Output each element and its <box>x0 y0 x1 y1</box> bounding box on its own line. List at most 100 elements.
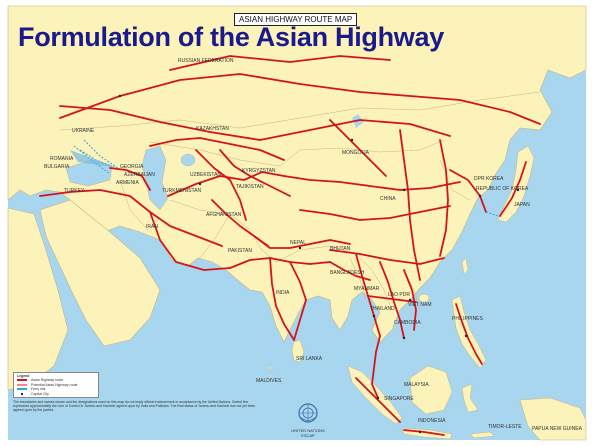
label-turkey: TURKEY <box>64 188 85 194</box>
label-afghanistan: AFGHANISTAN <box>206 212 242 218</box>
slide-title: Formulation of the Asian Highway <box>18 22 444 52</box>
un-emblem-icon <box>298 403 318 423</box>
label-romania: ROMANIA <box>50 156 74 162</box>
route-japan <box>499 161 527 217</box>
route-china-south <box>329 249 445 265</box>
route-pakistan-india <box>229 257 331 269</box>
label-bangladesh: BANGLADESH <box>330 270 365 276</box>
label-azerbaijan: AZERBAIJAN <box>124 172 155 178</box>
label-armenia: ARMENIA <box>116 180 139 186</box>
legend-heading: Legend <box>17 374 30 378</box>
island-new-guinea <box>519 397 587 441</box>
route-trans-siberian <box>59 73 541 125</box>
island-maldives <box>268 366 272 370</box>
route-india-south <box>269 257 295 341</box>
label-russian-federation: RUSSIAN FEDERATION <box>178 58 234 64</box>
un-emblem-label: UNITED NATIONS ESCAP <box>291 428 325 438</box>
country-borders <box>59 91 541 311</box>
label-philippines: PHILIPPINES <box>452 316 483 322</box>
label-malaysia: MALAYSIA <box>404 382 429 388</box>
landmass-arabia <box>39 199 161 347</box>
label-maldives: MALDIVES <box>256 378 282 384</box>
route-china-ns-1 <box>399 129 421 281</box>
label-myanmar: MYANMAR <box>354 286 380 292</box>
disclaimer-text: The boundaries and names shown and the d… <box>13 400 256 413</box>
route-china-ns-2 <box>439 139 449 257</box>
label-timor-leste: TIMOR-LESTE <box>488 424 522 430</box>
route-sumatra <box>355 377 401 423</box>
label-uzbekistan: UZBEKISTAN <box>190 172 222 178</box>
label-china: CHINA <box>380 196 396 202</box>
legend-label: Capital City <box>31 391 49 396</box>
route-china-mid <box>299 205 451 221</box>
caspian-sea <box>141 145 169 211</box>
capital-dots <box>118 94 520 434</box>
route-turkey-iran <box>39 189 223 247</box>
label-india: INDIA <box>276 290 290 296</box>
route-mekong <box>379 261 405 339</box>
route-iran-south <box>149 211 231 271</box>
route-india-east <box>289 261 307 341</box>
label-cambodia: CAMBODIA <box>394 320 421 326</box>
route-central-asia-1 <box>167 171 285 197</box>
island-sulawesi <box>461 383 479 413</box>
label-turkmenistan: TURKMENISTAN <box>162 188 202 194</box>
label-republic-of-korea: REPUBLIC OF KOREA <box>476 186 529 192</box>
label-ukraine: UKRAINE <box>72 128 95 134</box>
legend-swatch-potential <box>17 383 27 386</box>
route-kazakh-west <box>149 137 285 161</box>
route-philippines <box>455 303 483 365</box>
label-dpr-korea: DPR KOREA <box>474 176 504 182</box>
label-bulgaria: BULGARIA <box>44 164 70 170</box>
route-cross-link <box>367 295 417 303</box>
legend-label: Ferry link <box>31 387 46 391</box>
label-kazakhstan: KAZAKHSTAN <box>196 126 229 132</box>
label-lao-pdr: LAO PDR <box>388 292 410 298</box>
legend-swatch-ferry <box>17 388 27 390</box>
label-georgia: GEORGIA <box>120 164 144 170</box>
legend-item: Potential Asian Highway route <box>17 383 97 388</box>
route-java <box>403 429 445 436</box>
label-indonesia: INDONESIA <box>418 418 446 424</box>
route-viet-nam <box>403 269 417 331</box>
map-title: ASIAN HIGHWAY ROUTE MAP <box>234 13 358 26</box>
route-caucasus <box>109 167 151 191</box>
route-moscow-east <box>59 105 451 141</box>
route-china-west <box>283 175 461 191</box>
label-pakistan: PAKISTAN <box>228 248 252 254</box>
route-thai-malay <box>371 335 381 399</box>
route-central-asia-2 <box>195 149 247 221</box>
island-borneo <box>409 365 453 415</box>
legend-item: Asian Highway route <box>17 378 97 383</box>
legend-item: Ferry link <box>17 387 97 392</box>
route-mongolia <box>329 119 387 177</box>
label-nepal: NEPAL <box>290 240 307 246</box>
label-tajikistan: TAJIKISTAN <box>236 184 264 190</box>
island-sri-lanka <box>291 339 305 363</box>
label-thailand: THAILAND <box>370 306 395 312</box>
label-japan: JAPAN <box>514 202 530 208</box>
legend-label: Asian Highway route <box>31 378 64 382</box>
legend-item: Capital City <box>17 392 97 397</box>
island-philippines <box>451 295 487 369</box>
legend-swatch-capital <box>21 392 23 395</box>
island-taiwan <box>461 257 469 275</box>
route-india-north <box>253 235 351 249</box>
legend-label: Potential Asian Highway route <box>31 382 78 387</box>
aral-sea <box>180 153 196 167</box>
ferry-fan-icon <box>70 150 118 168</box>
label-kyrgyzstan: KYRGYZSTAN <box>242 168 276 174</box>
label-sri-lanka: SRI LANKA <box>296 356 323 362</box>
route-north <box>169 55 391 71</box>
label-viet-nam: VIET NAM <box>408 302 432 308</box>
label-papua-new-guinea: PAPUA NEW GUINEA <box>532 426 582 432</box>
label-singapore: SINGAPORE <box>384 396 414 402</box>
label-mongolia: MONGOLIA <box>342 150 369 156</box>
island-maldives <box>269 374 273 378</box>
island-timor <box>469 431 495 439</box>
label-iran: IRAN <box>146 224 158 230</box>
route-central-asia-3 <box>219 149 291 197</box>
legend-swatch-route <box>17 379 27 381</box>
route-korea <box>449 169 487 213</box>
